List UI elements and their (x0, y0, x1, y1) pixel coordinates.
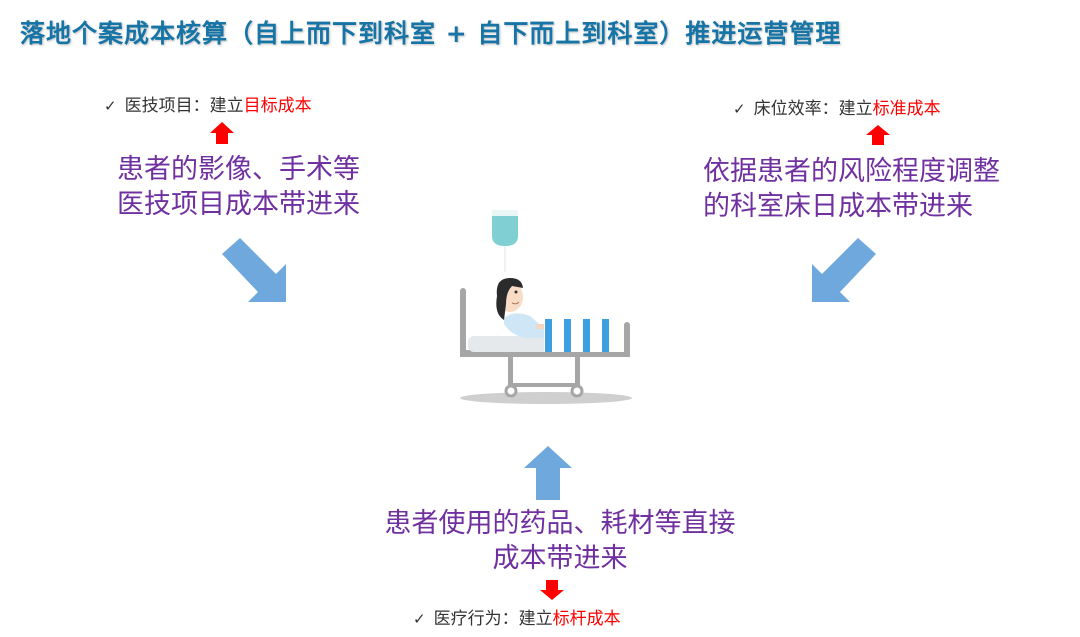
check-icon: ✓ (413, 610, 426, 628)
check-icon: ✓ (104, 97, 117, 115)
right-description-line-1: 依据患者的风险程度调整 (703, 156, 1000, 187)
check-icon: ✓ (733, 100, 746, 118)
right-label: 床位效率：建立 (753, 99, 873, 119)
patient-bed-illustration (460, 210, 632, 404)
bottom-description-line-2: 成本带进来 (492, 543, 628, 574)
page-title: 落地个案成本核算（自上而下到科室 + 自下而上到科室）推进运营管理 (20, 19, 842, 48)
iv-bag-icon (492, 210, 518, 272)
red-up-arrow-icon (866, 125, 890, 145)
red-down-arrow-icon (540, 580, 564, 600)
bottom-description: 患者使用的药品、耗材等直接 成本带进来 (365, 506, 755, 576)
blue-down-left-arrow-icon (812, 238, 876, 302)
left-description-line-2: 医技项目成本带进来 (117, 189, 360, 220)
bottom-label: 医疗行为：建立 (433, 609, 553, 629)
blue-down-right-arrow-icon (222, 238, 286, 302)
left-description: 患者的影像、手术等 医技项目成本带进来 (117, 152, 360, 222)
right-check-line: ✓ 床位效率：建立标准成本 (733, 94, 941, 119)
blue-up-arrow-icon (524, 446, 572, 500)
bottom-description-line-1: 患者使用的药品、耗材等直接 (384, 508, 736, 539)
left-description-line-1: 患者的影像、手术等 (117, 154, 360, 185)
left-highlight: 目标成本 (243, 96, 312, 116)
right-description-line-2: 的科室床日成本带进来 (703, 191, 973, 222)
right-description: 依据患者的风险程度调整 的科室床日成本带进来 (703, 154, 1000, 224)
red-up-arrow-icon (210, 122, 234, 144)
left-label: 医技项目：建立 (124, 96, 244, 116)
right-highlight: 标准成本 (872, 99, 941, 119)
left-check-line: ✓ 医技项目：建立目标成本 (104, 91, 312, 116)
bottom-check-line: ✓ 医疗行为：建立标杆成本 (413, 604, 621, 629)
bottom-highlight: 标杆成本 (552, 609, 621, 629)
